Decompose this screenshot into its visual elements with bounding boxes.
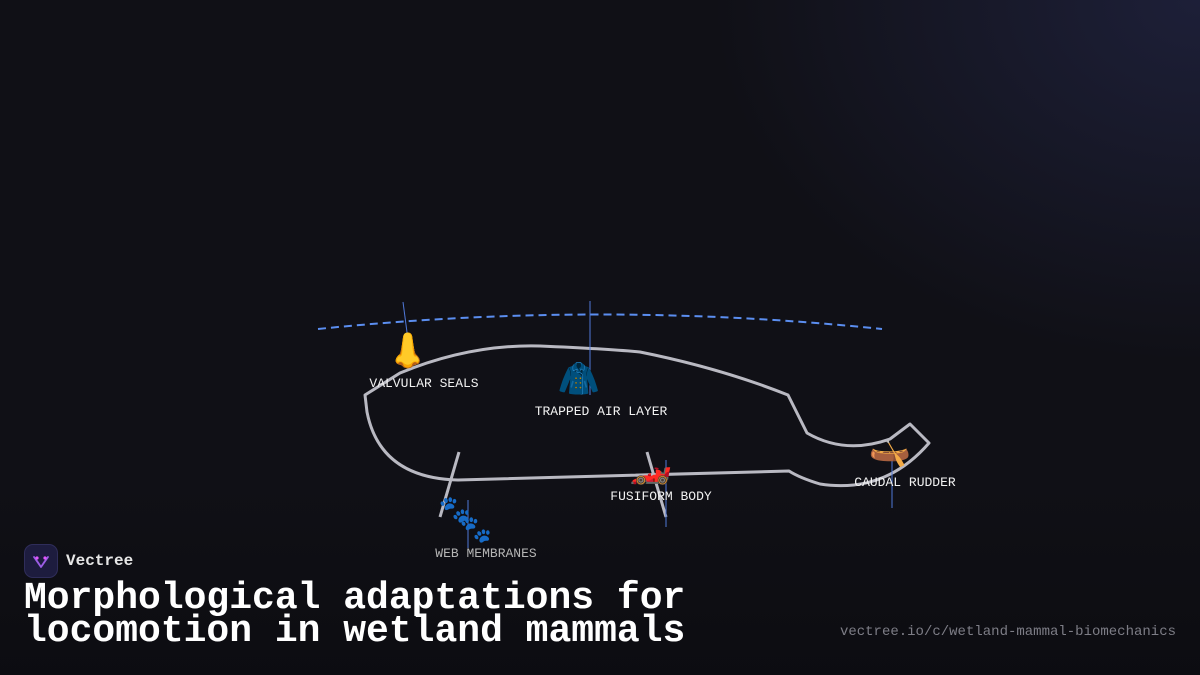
- nose-icon: 👃: [387, 331, 429, 371]
- label-web-membranes: WEB MEMBRANES: [435, 546, 537, 561]
- label-trapped-air-layer: TRAPPED AIR LAYER: [535, 404, 668, 419]
- brand-name: Vectree: [66, 552, 134, 570]
- brand: Vectree: [24, 544, 133, 578]
- svg-text:🐾: 🐾: [460, 515, 492, 545]
- svg-text:🐾: 🐾: [439, 495, 471, 525]
- leader-valvular-seals: [402, 301, 411, 356]
- page-title: Morphological adaptations for locomotion…: [24, 577, 686, 653]
- label-valvular-seals: VALVULAR SEALS: [369, 376, 478, 391]
- water-surface-line: [317, 313, 883, 330]
- vectree-logo-icon: [24, 544, 58, 578]
- race-car-icon: 🏎️: [630, 447, 672, 487]
- paw-prints-icon: 🐾 🐾: [439, 495, 492, 545]
- coat-icon: 🧥: [558, 359, 600, 399]
- rear-leg-line: [645, 451, 668, 518]
- source-url: vectree.io/c/wetland-mammal-biomechanics: [839, 624, 1176, 640]
- body-outline: [363, 344, 931, 488]
- label-caudal-rudder: CAUDAL RUDDER: [854, 475, 956, 490]
- front-leg-line: [438, 451, 461, 518]
- label-fusiform-body: FUSIFORM BODY: [610, 489, 712, 504]
- canoe-icon: 🛶: [869, 429, 911, 469]
